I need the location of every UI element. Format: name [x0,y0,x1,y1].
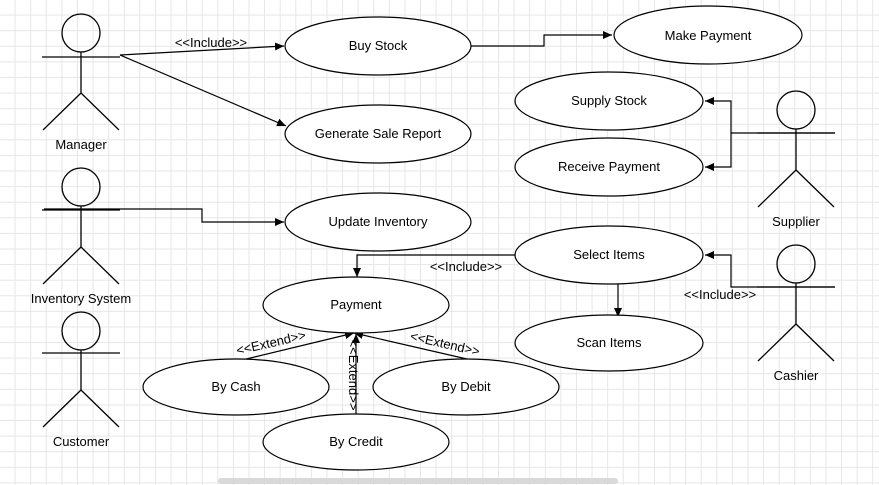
actor-label: Cashier [774,368,819,383]
connector-manager-generate-report [119,54,287,127]
actor-supplier[interactable]: Supplier [757,90,835,229]
use-case-buy-stock[interactable]: Buy Stock [284,16,472,76]
use-case-label: Payment [330,297,382,312]
use-case-receive-payment[interactable]: Receive Payment [514,137,704,197]
actor-label: Customer [53,434,110,449]
use-case-label: Generate Sale Report [315,126,442,141]
connector-manager-buy-stock [119,42,285,56]
use-case-label: Update Inventory [328,214,428,229]
use-case-payment[interactable]: Payment [262,276,450,334]
use-case-scan-items[interactable]: Scan Items [514,314,704,372]
actor-label: Inventory System [31,291,131,306]
connector-cashier-select-items [705,251,835,288]
include-label-manager: <<Include>> [175,35,247,50]
stick-figure-icon [757,90,835,208]
actor-label: Supplier [772,214,820,229]
use-case-label: Make Payment [665,28,752,43]
stick-figure-icon [42,13,120,131]
use-case-supply-stock[interactable]: Supply Stock [514,71,704,131]
connector-cash-payment [237,331,355,362]
use-case-generate-sale-report[interactable]: Generate Sale Report [284,104,472,164]
connector-select-items-payment [353,254,517,277]
actor-label: Manager [55,137,107,152]
use-case-label: Supply Stock [571,93,647,108]
use-case-by-debit[interactable]: By Debit [372,358,560,416]
include-label-select-payment: <<Include>> [430,259,502,274]
stick-figure-icon [42,311,120,428]
actor-inventory-system[interactable]: Inventory System [31,167,131,306]
extend-label-credit: <<Extend>> [346,340,361,411]
connector-supplier-supply-stock [705,97,835,134]
actor-manager[interactable]: Manager [42,13,120,152]
actor-cashier[interactable]: Cashier [757,244,835,383]
stick-figure-icon [42,167,120,285]
use-case-update-inventory[interactable]: Update Inventory [284,192,472,252]
include-label-cashier: <<Include>> [684,287,756,302]
use-case-label: By Cash [211,379,260,394]
use-case-label: Scan Items [576,335,642,350]
use-case-label: Select Items [573,247,645,262]
use-case-label: By Credit [329,434,383,449]
connector-buy-stock-make-payment [471,31,612,47]
use-case-make-payment[interactable]: Make Payment [613,5,803,65]
use-case-label: Buy Stock [349,38,408,53]
use-case-label: Receive Payment [558,159,660,174]
connector-supplier-receive-payment [705,133,732,171]
horizontal-scrollbar[interactable] [218,478,618,484]
use-case-label: By Debit [441,379,491,394]
use-case-by-credit[interactable]: By Credit [262,413,450,471]
actor-customer[interactable]: Customer [42,311,120,449]
connector-inventory-update [44,208,284,226]
connector-debit-payment [353,331,481,363]
use-case-by-cash[interactable]: By Cash [142,358,330,416]
use-case-select-items[interactable]: Select Items [514,225,704,285]
stick-figure-icon [757,244,835,362]
